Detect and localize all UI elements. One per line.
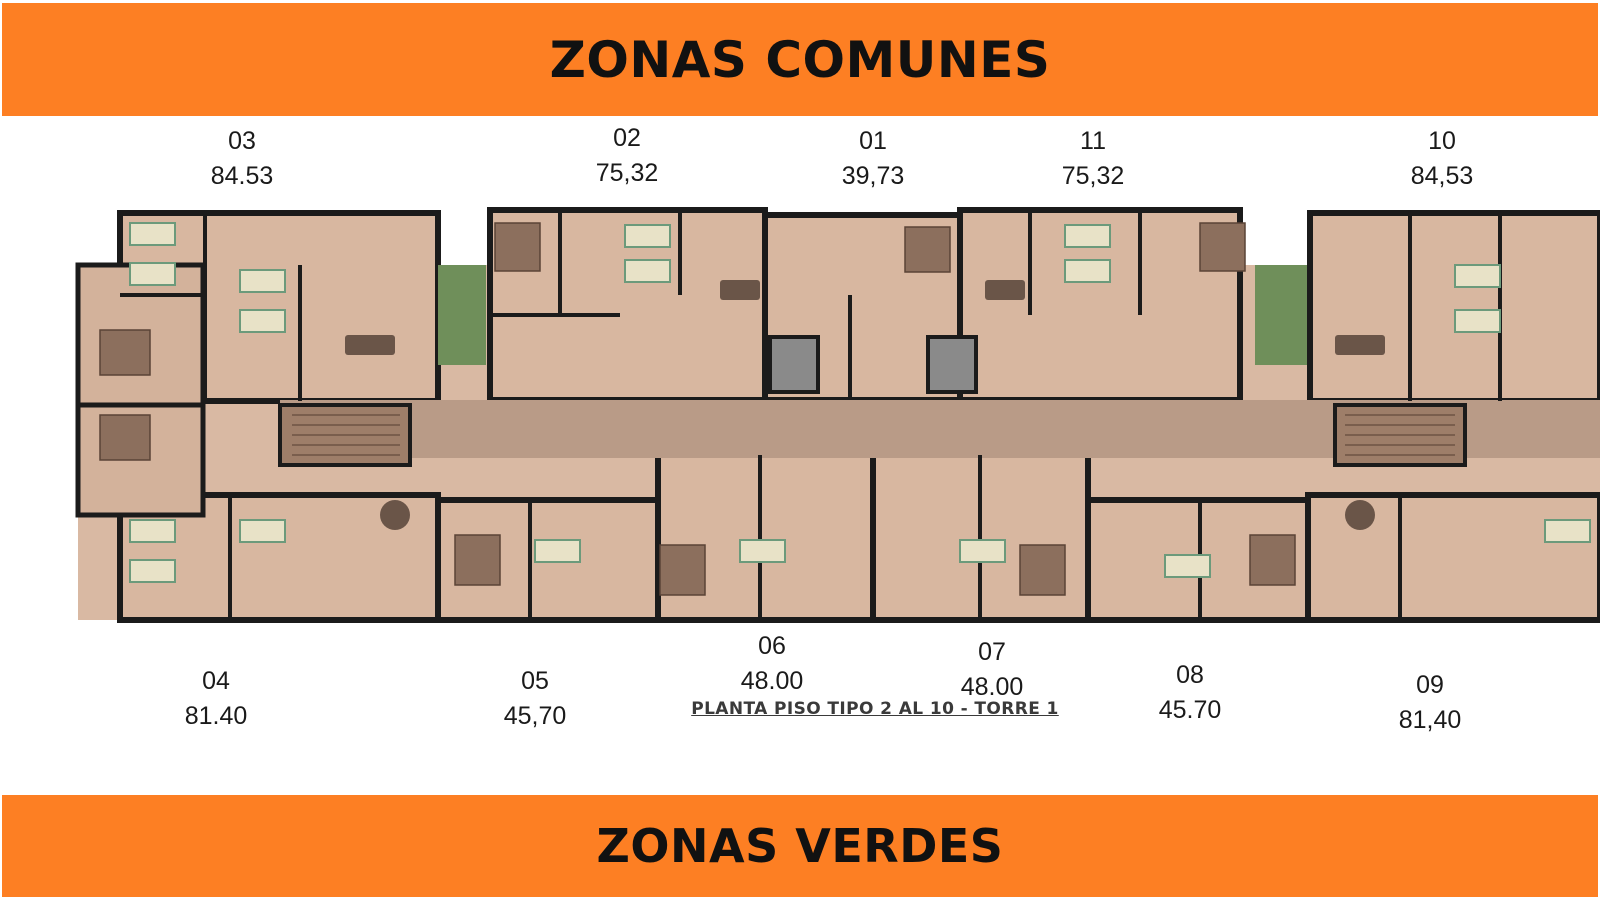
unit-number: 04: [202, 667, 230, 695]
side-apartments: [75, 262, 206, 518]
unit-area: 45,70: [503, 702, 567, 730]
unit-number: 05: [521, 667, 549, 695]
unit-area: 81.40: [184, 702, 248, 730]
unit-number: 03: [228, 127, 256, 155]
unit-area: 75,32: [595, 159, 659, 187]
unit-area: 48.00: [740, 667, 804, 695]
unit-number: 01: [859, 127, 887, 155]
footer-title: ZONAS VERDES: [596, 819, 1004, 873]
unit-number: 08: [1176, 661, 1204, 689]
unit-area: 45.70: [1158, 696, 1222, 724]
unit-label-10: 10 84,53: [1372, 124, 1512, 194]
unit-label-03: 03 84.53: [172, 124, 312, 194]
unit-number: 11: [1080, 127, 1106, 155]
plan-caption: PLANTA PISO TIPO 2 AL 10 - TORRE 1: [691, 699, 1059, 719]
elevators: [768, 335, 978, 394]
unit-number: 06: [758, 632, 786, 660]
unit-number: 10: [1428, 127, 1456, 155]
unit-number: 02: [613, 124, 641, 152]
header-banner: ZONAS COMUNES: [2, 3, 1598, 116]
unit-label-08: 08 45.70: [1120, 658, 1260, 728]
footer-banner: ZONAS VERDES: [2, 795, 1598, 897]
dining-tables: [345, 280, 1385, 530]
floor-plan: [75, 207, 1600, 623]
unit-label-09: 09 81,40: [1360, 668, 1500, 738]
unit-label-02: 02 75,32: [557, 121, 697, 191]
unit-label-01: 01 39,73: [803, 124, 943, 194]
single-bed-furniture: [129, 222, 1591, 583]
unit-label-11: 11 75,32: [1023, 124, 1163, 194]
unit-area: 81,40: [1398, 706, 1462, 734]
unit-label-05: 05 45,70: [465, 664, 605, 734]
unit-area: 48.00: [960, 673, 1024, 701]
stairs: [292, 414, 1455, 456]
top-apartments: [117, 207, 1600, 404]
bed-furniture: [99, 222, 1296, 596]
unit-number: 07: [978, 638, 1006, 666]
header-title: ZONAS COMUNES: [549, 30, 1051, 89]
unit-area: 75,32: [1061, 162, 1125, 190]
unit-area: 84.53: [210, 162, 274, 190]
unit-label-07: 07 48.00: [922, 635, 1062, 705]
unit-number: 09: [1416, 671, 1444, 699]
garden-patios: [438, 265, 1307, 365]
unit-area: 84,53: [1410, 162, 1474, 190]
unit-label-04: 04 81.40: [146, 664, 286, 734]
unit-label-06: 06 48.00: [702, 629, 842, 699]
unit-area: 39,73: [841, 162, 905, 190]
